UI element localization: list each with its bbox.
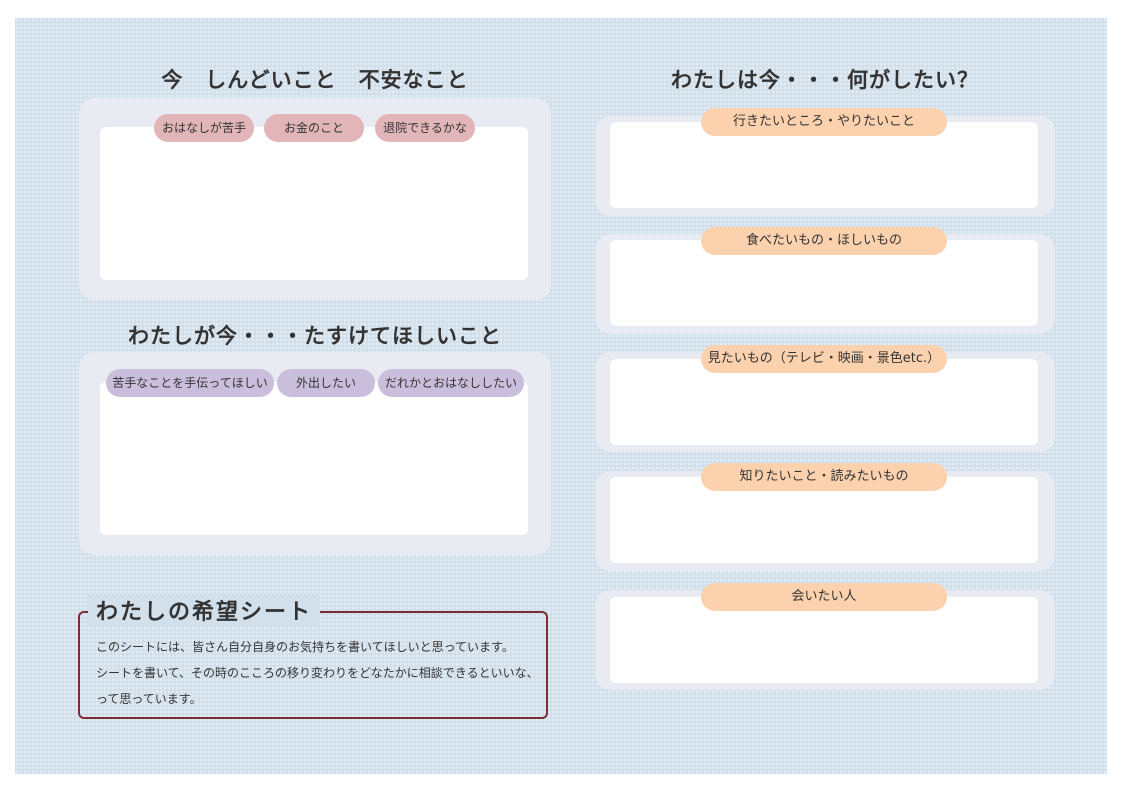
- help-tag-outing: 外出したい: [277, 369, 375, 397]
- wishes-heading: わたしは今・・・何がしたい？: [671, 68, 979, 92]
- wish-label-watch: 見たいもの（テレビ・映画・景色etc.）: [701, 345, 947, 373]
- about-line-3: って思っています。: [96, 692, 202, 706]
- worry-tag-discharge: 退院できるかな: [375, 114, 475, 142]
- help-tag-talk: だれかとおはなししたい: [378, 369, 524, 397]
- worries-writing-area[interactable]: [100, 127, 528, 280]
- about-title: わたしの希望シート: [88, 594, 321, 626]
- wish-label-people: 会いたい人: [701, 583, 947, 611]
- wish-label-places: 行きたいところ・やりたいこと: [701, 108, 947, 136]
- about-line-1: このシートには、皆さん自分自身のお気持ちを書いてほしいと思っています。: [96, 640, 514, 654]
- help-heading: わたしが今・・・たすけてほしいこと: [128, 324, 502, 348]
- help-tag-assist: 苦手なことを手伝ってほしい: [106, 369, 274, 397]
- help-writing-area[interactable]: [100, 382, 528, 535]
- wish-writing-area-people[interactable]: [610, 597, 1038, 683]
- wish-writing-area-watch[interactable]: [610, 359, 1038, 445]
- worries-heading: 今 しんどいこと 不安なこと: [161, 68, 469, 92]
- wish-writing-area-places[interactable]: [610, 122, 1038, 208]
- worry-tag-speaking: おはなしが苦手: [154, 114, 254, 142]
- worry-tag-money: お金のこと: [264, 114, 364, 142]
- wish-writing-area-learn[interactable]: [610, 477, 1038, 563]
- wish-label-learn: 知りたいこと・読みたいもの: [701, 463, 947, 491]
- about-line-2: シートを書いて、その時のこころの移り変わりをどなたかに相談できるといいな、: [96, 666, 539, 680]
- wish-label-food: 食べたいもの・ほしいもの: [701, 227, 947, 255]
